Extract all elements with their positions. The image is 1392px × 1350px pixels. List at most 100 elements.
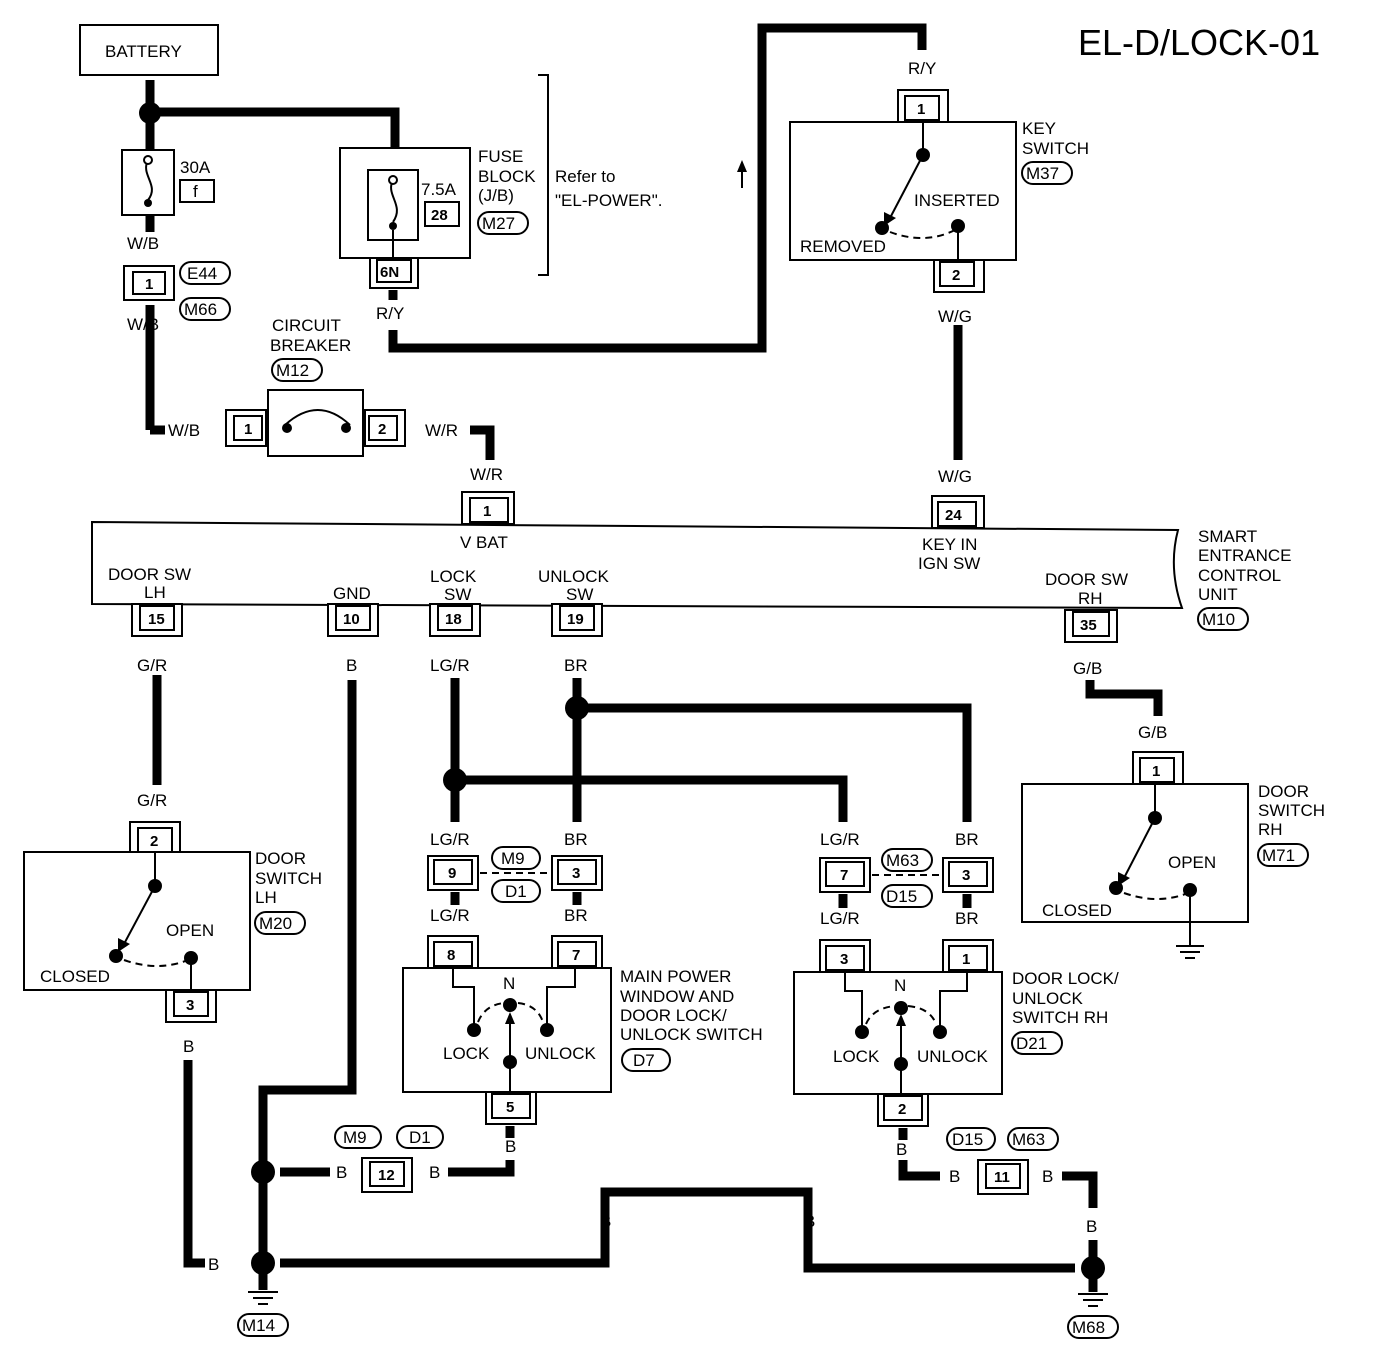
dlh-conn: M20 xyxy=(259,914,292,933)
cb-conn: M12 xyxy=(276,361,309,380)
cu-key-label-2: IGN SW xyxy=(918,554,980,573)
wire-label-b-gcl2: B xyxy=(429,1163,440,1182)
ground-m14: M14 xyxy=(237,1291,289,1337)
ground-splice-1 xyxy=(251,1160,275,1184)
ms-label-1: MAIN POWER xyxy=(620,967,731,986)
splice-unlock xyxy=(565,696,589,720)
cu-lock-2: SW xyxy=(444,585,471,604)
cu-unlock-2: SW xyxy=(566,585,593,604)
cu-gnd-label: GND xyxy=(333,584,371,603)
wire-label-br-5: BR xyxy=(955,909,979,928)
key-pin-top: 1 xyxy=(917,101,925,118)
wire-label-lgr-3: LG/R xyxy=(430,906,470,925)
wire-label-b-bus2: B xyxy=(804,1212,815,1231)
key-conn: M37 xyxy=(1026,164,1059,183)
cu-pin-door-lh: 15 xyxy=(148,611,165,628)
cu-lock-1: LOCK xyxy=(430,567,477,586)
rs-pin-unlock: 1 xyxy=(962,951,970,968)
rs-pin-gnd: 2 xyxy=(898,1101,906,1118)
wire-label-br-1: BR xyxy=(564,656,588,675)
wire-label-b-ms: B xyxy=(505,1137,516,1156)
wire-label-b-bus3: B xyxy=(1086,1217,1097,1236)
key-removed: REMOVED xyxy=(800,237,886,256)
wire-label-b-bus4: B xyxy=(208,1255,219,1274)
cu-door-rh-1: DOOR SW xyxy=(1045,570,1128,589)
wire-label-gr-1: G/R xyxy=(137,656,167,675)
dlh-closed: CLOSED xyxy=(40,967,110,986)
refer-label-2: "EL-POWER". xyxy=(555,191,662,210)
cu-pin-unlock: 19 xyxy=(567,611,584,628)
rs-lock: LOCK xyxy=(833,1047,880,1066)
rs-label-3: SWITCH RH xyxy=(1012,1008,1108,1027)
door-lock-switch-rh: 3 1 N LOCK UNLOCK DOOR LOCK/ UNLOCK SWIT… xyxy=(793,939,1119,1159)
ground-conn-left: M9 D1 B 12 B xyxy=(334,1125,444,1193)
cb-pin2: 2 xyxy=(378,421,386,438)
battery: BATTERY 30A f W/B 1 E44 M66 W/B W/B xyxy=(79,24,231,440)
ms-lock: LOCK xyxy=(443,1044,490,1063)
ms-label-2: WINDOW AND xyxy=(620,987,734,1006)
wire-label-b-rs: B xyxy=(896,1140,907,1159)
cu-door-rh-2: RH xyxy=(1078,589,1103,608)
wire-label-b-dlh: B xyxy=(183,1037,194,1056)
drh-pin-top: 1 xyxy=(1152,763,1160,780)
drh-label-2: SWITCH xyxy=(1258,801,1325,820)
fuse-block-num: 28 xyxy=(431,207,448,224)
fuse-block: 7.5A 28 FUSE BLOCK (J/B) M27 6N R/Y Refe… xyxy=(339,74,747,323)
ms-n: N xyxy=(503,974,515,993)
door-switch-lh: G/R 2 OPEN CLOSED DOOR SWITCH LH M20 3 B xyxy=(23,791,322,1056)
fuse-id-label: f xyxy=(193,182,198,201)
wire-label-br-2: BR xyxy=(564,830,588,849)
key-inserted: INSERTED xyxy=(914,191,1000,210)
wire-label-b-bus1: B xyxy=(600,1212,611,1231)
wire-label-br-4: BR xyxy=(955,830,979,849)
cu-pin-door-rh: 35 xyxy=(1080,617,1097,634)
e44-tag: E44 xyxy=(187,264,217,283)
battery-label: BATTERY xyxy=(105,42,182,61)
dlh-label-3: LH xyxy=(255,888,277,907)
cu-vbat-label: V BAT xyxy=(460,533,508,552)
cu-label-2: ENTRANCE xyxy=(1198,546,1292,565)
ground-conn-right: D15 M63 B 11 B xyxy=(946,1127,1059,1195)
wire-label-lgr-4: LG/R xyxy=(820,830,860,849)
wire-label-lgr-2: LG/R xyxy=(430,830,470,849)
cu-label-4: UNIT xyxy=(1198,585,1238,604)
cu-pin-lock: 18 xyxy=(445,611,462,628)
dlh-open: OPEN xyxy=(166,921,214,940)
wire-label-b-gnd: B xyxy=(346,656,357,675)
cu-pin-gnd: 10 xyxy=(343,611,360,628)
joint-right: LG/R BR 7 3 M63 D15 LG/R BR xyxy=(819,830,994,928)
gcr-tag2: M63 xyxy=(1012,1130,1045,1149)
wire-label-b-gcr2: B xyxy=(1042,1167,1053,1186)
fuse-block-terminal: 6N xyxy=(380,264,399,281)
wire-label-b-gcl1: B xyxy=(336,1163,347,1182)
gcl-tag2: D1 xyxy=(409,1128,431,1147)
cb-label-1: CIRCUIT xyxy=(272,316,341,335)
m66-tag: M66 xyxy=(184,300,217,319)
drh-label-3: RH xyxy=(1258,820,1283,839)
rs-conn: D21 xyxy=(1016,1034,1047,1053)
rs-unlock: UNLOCK xyxy=(917,1047,989,1066)
e44-pin: 1 xyxy=(145,276,153,293)
ground-splice-2 xyxy=(251,1251,275,1275)
jl-pin-a: 9 xyxy=(448,865,456,882)
refer-label-1: Refer to xyxy=(555,167,615,186)
ms-pin-gnd: 5 xyxy=(506,1099,514,1116)
rs-n: N xyxy=(894,976,906,995)
wire-label-b-gcr1: B xyxy=(949,1167,960,1186)
wire-label-gb-1: G/B xyxy=(1073,659,1102,678)
jr-pin-b: 3 xyxy=(962,867,970,884)
ms-unlock: UNLOCK xyxy=(525,1044,597,1063)
wire-label-wr-2: W/R xyxy=(470,465,503,484)
ms-pin-lock: 8 xyxy=(447,947,455,964)
jl-tag2: D1 xyxy=(505,882,527,901)
main-power-window-switch: 8 7 N LOCK UNLOCK MAIN POWER WINDOW AND … xyxy=(402,935,763,1156)
drh-conn: M71 xyxy=(1262,846,1295,865)
control-unit: 1 V BAT 24 KEY IN IGN SW SMART ENTRANCE … xyxy=(91,491,1292,678)
wire-label-wr-1: W/R xyxy=(425,421,458,440)
cu-key-label-1: KEY IN xyxy=(922,535,977,554)
ground-m14-label: M14 xyxy=(242,1316,275,1335)
ms-pin-unlock: 7 xyxy=(572,947,580,964)
cu-door-lh-2: LH xyxy=(144,583,166,602)
dlh-pin-bottom: 3 xyxy=(186,997,194,1014)
ground-m68: M68 xyxy=(1067,1293,1119,1339)
